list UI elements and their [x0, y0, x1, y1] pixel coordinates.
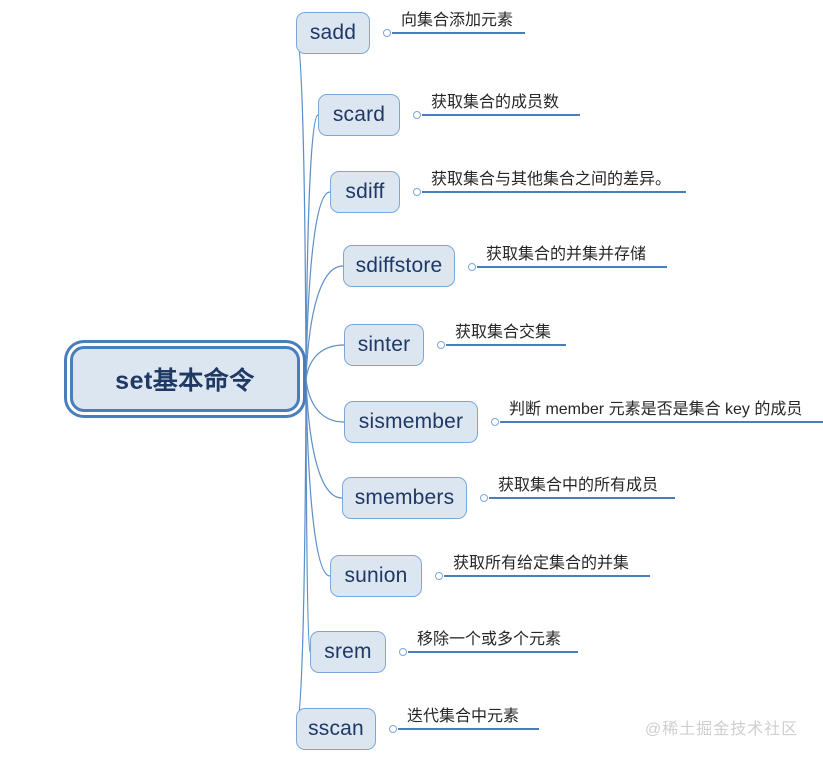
- central-node[interactable]: set基本命令: [70, 346, 300, 412]
- connector-dot-smembers[interactable]: [480, 494, 488, 502]
- connector-dot-sdiffstore[interactable]: [468, 263, 476, 271]
- underline-sadd: [392, 32, 525, 34]
- node-sdiffstore[interactable]: sdiffstore: [343, 245, 455, 287]
- underline-srem: [408, 651, 578, 653]
- description-text-sdiff: 获取集合与其他集合之间的差异。: [431, 171, 672, 188]
- connector-dot-sismember[interactable]: [491, 418, 499, 426]
- underline-sscan: [398, 728, 539, 730]
- node-sscan[interactable]: sscan: [296, 708, 376, 750]
- description-text-sinter: 获取集合交集: [455, 324, 552, 341]
- connector-sinter: [305, 344, 345, 380]
- node-label-sscan: sscan: [308, 717, 364, 740]
- description-text-sadd: 向集合添加元素: [401, 12, 514, 29]
- connector-sunion: [305, 378, 331, 577]
- description-text-sdiffstore: 获取集合的并集并存储: [486, 246, 647, 263]
- connector-smembers: [305, 378, 343, 499]
- connector-srem: [305, 378, 311, 653]
- node-label-sinter: sinter: [357, 333, 411, 356]
- node-label-sadd: sadd: [309, 21, 357, 44]
- node-sdiff[interactable]: sdiff: [330, 171, 400, 213]
- underline-scard: [422, 114, 580, 116]
- description-text-srem: 移除一个或多个元素: [417, 631, 562, 648]
- connector-sadd: [295, 32, 307, 380]
- connector-dot-sadd[interactable]: [383, 29, 391, 37]
- node-label-smembers: smembers: [354, 486, 455, 509]
- connector-dot-sscan[interactable]: [389, 725, 397, 733]
- connector-dot-sinter[interactable]: [437, 341, 445, 349]
- node-sunion[interactable]: sunion: [330, 555, 422, 597]
- connector-dot-srem[interactable]: [399, 648, 407, 656]
- description-text-sismember: 判断 member 元素是否是集合 key 的成员: [509, 401, 803, 418]
- node-label-scard: scard: [332, 103, 386, 126]
- underline-sismember: [500, 421, 823, 423]
- node-label-sdiff: sdiff: [345, 180, 385, 203]
- connector-dot-sdiff[interactable]: [413, 188, 421, 196]
- watermark: @稀土掘金技术社区: [645, 721, 799, 738]
- node-label-srem: srem: [324, 640, 372, 663]
- underline-sunion: [444, 575, 650, 577]
- node-smembers[interactable]: smembers: [342, 477, 467, 519]
- node-label-sismember: sismember: [358, 410, 464, 433]
- description-text-scard: 获取集合的成员数: [431, 94, 560, 111]
- description-text-sscan: 迭代集合中元素: [407, 708, 520, 725]
- node-sismember[interactable]: sismember: [344, 401, 478, 443]
- connector-scard: [305, 114, 319, 380]
- underline-sdiffstore: [477, 266, 667, 268]
- node-sinter[interactable]: sinter: [344, 324, 424, 366]
- connector-dot-sunion[interactable]: [435, 572, 443, 580]
- description-text-smembers: 获取集合中的所有成员: [498, 477, 659, 494]
- underline-smembers: [489, 497, 675, 499]
- node-label-sunion: sunion: [344, 564, 408, 587]
- node-scard[interactable]: scard: [318, 94, 400, 136]
- connector-sdiffstore: [305, 265, 344, 380]
- node-srem[interactable]: srem: [310, 631, 386, 673]
- connector-dot-scard[interactable]: [413, 111, 421, 119]
- description-text-sunion: 获取所有给定集合的并集: [453, 555, 630, 572]
- central-node-label: set基本命令: [115, 367, 255, 395]
- node-label-sdiffstore: sdiffstore: [355, 254, 443, 277]
- underline-sinter: [446, 344, 566, 346]
- node-sadd[interactable]: sadd: [296, 12, 370, 54]
- connector-sismember: [305, 378, 345, 423]
- underline-sdiff: [422, 191, 686, 193]
- connector-sscan: [295, 378, 307, 730]
- connector-sdiff: [305, 191, 331, 380]
